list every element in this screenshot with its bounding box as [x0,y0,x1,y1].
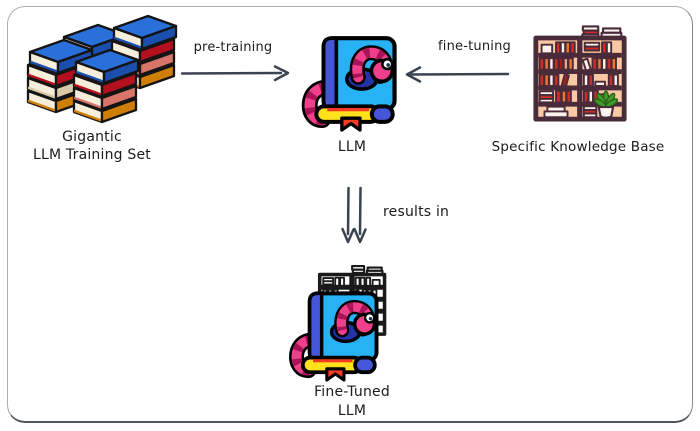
training-set-label-line2: LLM Training Set [32,147,151,163]
fine-tuned-llm-label: Fine-Tuned LLM [282,383,422,421]
canvas-border [7,6,693,423]
training-set-label-line1: Gigantic [62,129,122,145]
fine-tuning-arrow [405,66,510,83]
pre-training-label: pre-training [193,40,273,55]
llm-label: LLM [337,139,367,155]
results-in-arrow [341,186,367,244]
book-stack-icon [26,14,178,124]
fine-tuned-llm-label-line2: LLM [337,403,367,419]
knowledge-base-label: Specific Knowledge Base [491,139,665,155]
pre-training-arrow [180,65,290,82]
training-set-label: Gigantic LLM Training Set [12,128,172,164]
bookmark-ribbon-icon [340,116,362,132]
results-in-label: results in [383,204,450,220]
bookworm-book-icon [301,36,397,132]
bookshelf-icon [533,25,627,122]
worm-body-icon [349,45,395,85]
plant-icon [593,90,619,119]
fine-tuning-label: fine-tuning [438,39,511,54]
book-pages [314,104,395,124]
fine-tuned-llm-label-line1: Fine-Tuned [314,384,390,400]
bookworm-bookshelf-icon [289,265,387,382]
fine-tuned-bookworm-icon [289,291,379,382]
